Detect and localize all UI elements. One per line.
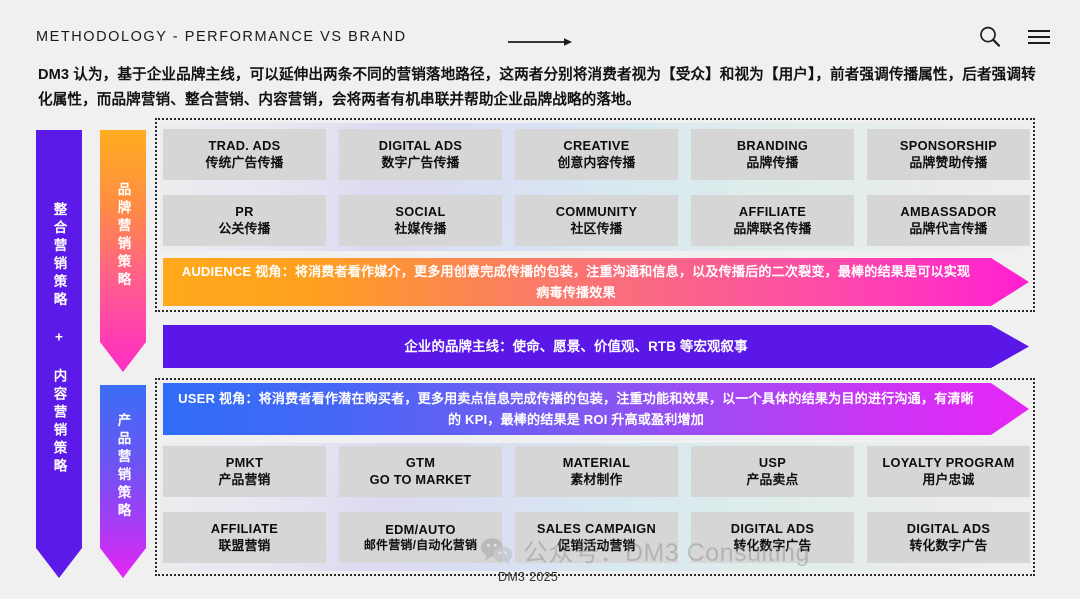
intro-paragraph: DM3 认为，基于企业品牌主线，可以延伸出两条不同的营销落地路径，这两者分别将消… (38, 67, 1036, 109)
card-item[interactable]: DIGITAL ADS 转化数字广告 (867, 512, 1030, 563)
card-item[interactable]: DIGITAL ADS 数字广告传播 (339, 129, 502, 180)
card-item[interactable]: SOCIAL 社媒传播 (339, 195, 502, 246)
sidebar-arrow-brand-label: 品牌营销策略 (115, 182, 131, 290)
card-title-cn: 产品营销 (218, 471, 271, 487)
brand-line-banner: 企业的品牌主线：使命、愿景、价值观、RTB 等宏观叙事 (163, 325, 1029, 368)
audience-perspective-text: AUDIENCE 视角：将消费者看作媒介，更多用创意完成传播的包装，注重沟通和信… (181, 263, 971, 300)
user-perspective-text: USER 视角：将消费者看作潜在购买者，更多用卖点信息完成传播的包装，注重功能和… (178, 390, 974, 427)
brand-section-frame (155, 118, 1035, 312)
card-item[interactable]: COMMUNITY 社区传播 (515, 195, 678, 246)
card-title-cn: 社媒传播 (394, 220, 447, 236)
card-title-cn: 社区传播 (570, 220, 623, 236)
card-item[interactable]: PR 公关传播 (163, 195, 326, 246)
card-item[interactable]: USP 产品卖点 (691, 446, 854, 497)
card-title-cn: 数字广告传播 (381, 154, 460, 170)
arrow-shape-brand (100, 130, 146, 372)
card-title-en: PMKT (225, 455, 264, 471)
page-header: METHODOLOGY - PERFORMANCE VS BRAND (0, 0, 1080, 66)
card-title-cn: 用户忠诚 (922, 471, 975, 487)
card-title-en: USP (758, 455, 787, 471)
card-item[interactable]: GTM GO TO MARKET (339, 446, 502, 497)
card-item[interactable]: SPONSORSHIP 品牌赞助传播 (867, 129, 1030, 180)
card-item[interactable]: SALES CAMPAIGN 促销活动营销 (515, 512, 678, 563)
card-title-cn: 素材制作 (570, 471, 623, 487)
card-item[interactable]: LOYALTY PROGRAM 用户忠诚 (867, 446, 1030, 497)
card-title-en: AFFILIATE (210, 521, 279, 537)
card-title-cn: 传统广告传播 (205, 154, 284, 170)
card-title-cn: 公关传播 (218, 220, 271, 236)
brand-card-row-2: PR 公关传播 SOCIAL 社媒传播 COMMUNITY 社区传播 AFFIL… (163, 195, 1030, 246)
card-title-en: TRAD. ADS (208, 138, 281, 154)
card-item[interactable]: AFFILIATE 品牌联名传播 (691, 195, 854, 246)
card-title-en: LOYALTY PROGRAM (882, 455, 1015, 471)
footer-credit: DM3 2025 (498, 570, 559, 584)
card-item[interactable]: DIGITAL ADS 转化数字广告 (691, 512, 854, 563)
sidebar-arrow-brand: 品牌营销策略 (100, 130, 146, 372)
card-title-en: SOCIAL (395, 204, 446, 220)
card-title-cn: 产品卖点 (746, 471, 799, 487)
sidebar-arrow-integrated: 整合营销策略 + 内容营销策略 (36, 130, 82, 578)
card-title-cn: GO TO MARKET (369, 471, 472, 487)
product-card-row-2: AFFILIATE 联盟营销 EDM/AUTO 邮件营销/自动化营销 SALES… (163, 512, 1030, 563)
card-title-en: CREATIVE (563, 138, 630, 154)
user-perspective-banner: USER 视角：将消费者看作潜在购买者，更多用卖点信息完成传播的包装，注重功能和… (163, 383, 1029, 435)
card-item[interactable]: EDM/AUTO 邮件营销/自动化营销 (339, 512, 502, 563)
sidebar-arrow-product: 产品营销策略 (100, 385, 146, 578)
card-title-cn: 转化数字广告 (733, 537, 812, 553)
card-title-cn: 邮件营销/自动化营销 (363, 538, 478, 552)
card-title-en: DIGITAL ADS (730, 521, 815, 537)
card-item[interactable]: AFFILIATE 联盟营销 (163, 512, 326, 563)
brand-card-row-1: TRAD. ADS 传统广告传播 DIGITAL ADS 数字广告传播 CREA… (163, 129, 1030, 180)
hamburger-menu-icon[interactable] (1026, 24, 1052, 50)
card-item[interactable]: AMBASSADOR 品牌代言传播 (867, 195, 1030, 246)
product-section-frame (155, 378, 1035, 576)
card-title-en: EDM/AUTO (385, 521, 456, 537)
card-title-en: BRANDING (736, 138, 809, 154)
card-title-en: AFFILIATE (738, 204, 807, 220)
brand-line-text: 企业的品牌主线：使命、愿景、价值观、RTB 等宏观叙事 (404, 338, 748, 354)
page-title: METHODOLOGY - PERFORMANCE VS BRAND (36, 29, 407, 45)
card-item[interactable]: CREATIVE 创意内容传播 (515, 129, 678, 180)
card-item[interactable]: BRANDING 品牌传播 (691, 129, 854, 180)
card-title-en: GTM (405, 455, 436, 471)
arrow-shape-product (100, 385, 146, 578)
card-title-en: AMBASSADOR (900, 204, 997, 220)
long-arrow-right-icon (508, 38, 572, 46)
card-item[interactable]: MATERIAL 素材制作 (515, 446, 678, 497)
card-title-cn: 品牌传播 (746, 154, 799, 170)
card-item[interactable]: TRAD. ADS 传统广告传播 (163, 129, 326, 180)
card-item[interactable]: PMKT 产品营销 (163, 446, 326, 497)
card-title-cn: 促销活动营销 (557, 537, 636, 553)
card-title-en: COMMUNITY (555, 204, 638, 220)
sidebar-arrow-integrated-label: 整合营销策略 + 内容营销策略 (51, 201, 67, 477)
search-icon[interactable] (977, 24, 1003, 50)
card-title-cn: 创意内容传播 (557, 154, 636, 170)
card-title-en: DIGITAL ADS (378, 138, 463, 154)
card-title-cn: 转化数字广告 (909, 537, 988, 553)
card-title-cn: 品牌代言传播 (909, 220, 988, 236)
card-title-en: SALES CAMPAIGN (536, 521, 657, 537)
sidebar-arrow-product-label: 产品营销策略 (115, 412, 131, 521)
header-icon-group (977, 24, 1052, 50)
card-title-cn: 联盟营销 (218, 537, 271, 553)
card-title-en: MATERIAL (562, 455, 631, 471)
card-title-cn: 品牌赞助传播 (909, 154, 988, 170)
arrow-shape-integrated (36, 130, 82, 578)
card-title-en: PR (235, 204, 254, 220)
card-title-cn: 品牌联名传播 (733, 220, 812, 236)
card-title-en: SPONSORSHIP (899, 138, 998, 154)
card-title-en: DIGITAL ADS (906, 521, 991, 537)
audience-perspective-banner: AUDIENCE 视角：将消费者看作媒介，更多用创意完成传播的包装，注重沟通和信… (163, 258, 1029, 306)
product-card-row-1: PMKT 产品营销 GTM GO TO MARKET MATERIAL 素材制作… (163, 446, 1030, 497)
